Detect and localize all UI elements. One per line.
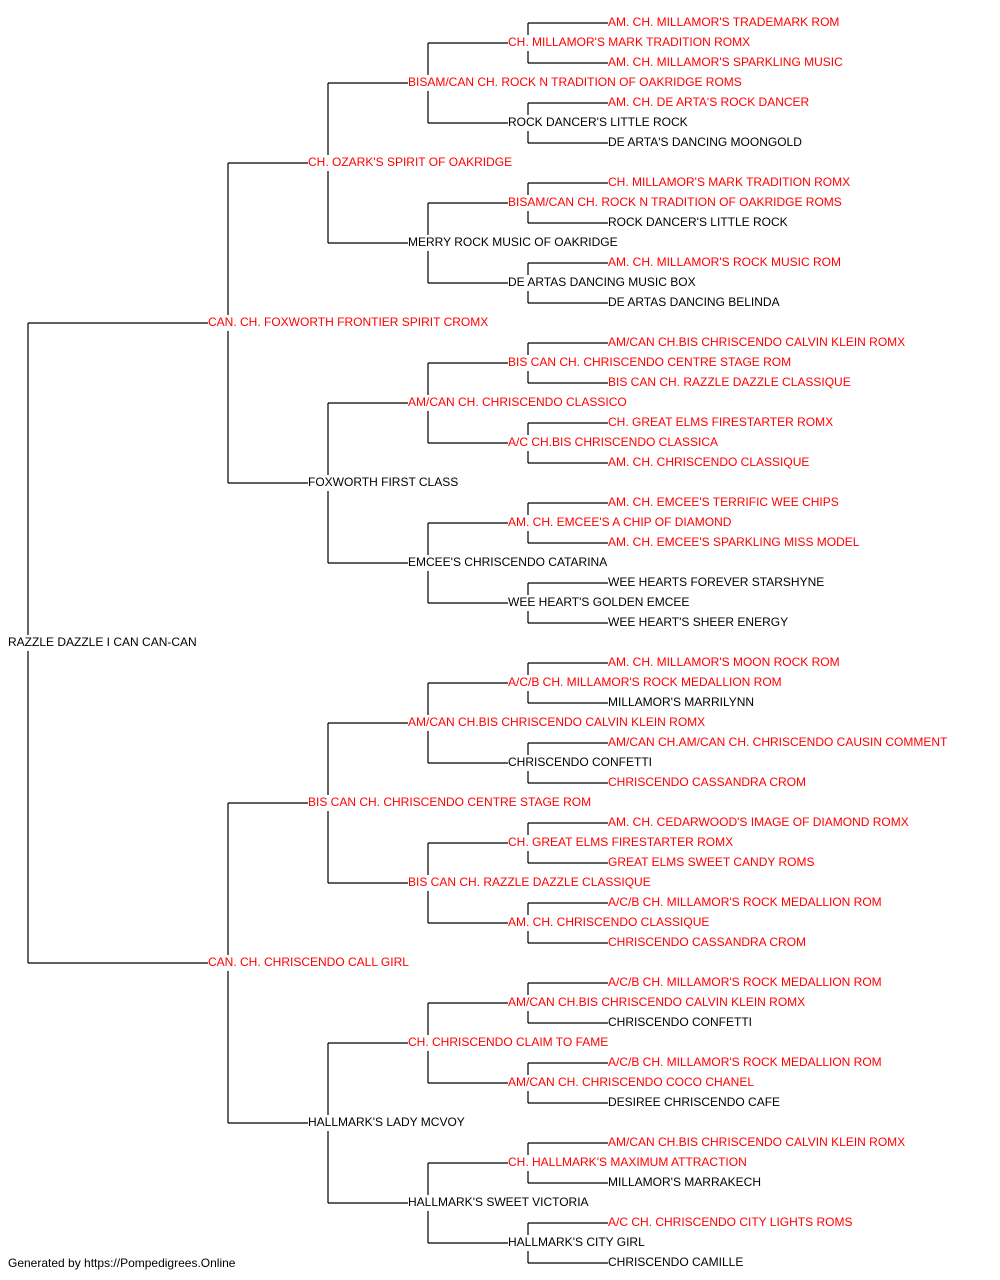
ancestor-name-gen-4: DE ARTAS DANCING MUSIC BOX [508, 275, 696, 289]
ancestor-name-gen-5: AM. CH. MILLAMOR'S SPARKLING MUSIC [608, 55, 843, 69]
footer-credit: Generated by https://Pompedigrees.Online [8, 1256, 236, 1270]
ancestor-name-gen-2: BIS CAN CH. CHRISCENDO CENTRE STAGE ROM [308, 795, 591, 809]
ancestor-name-gen-5: CHRISCENDO CASSANDRA CROM [608, 775, 806, 789]
ancestor-name-gen-4: A/C/B CH. MILLAMOR'S ROCK MEDALLION ROM [508, 675, 782, 689]
ancestor-name-gen-0: RAZZLE DAZZLE I CAN CAN-CAN [8, 635, 197, 649]
ancestor-name-gen-1: CAN. CH. CHRISCENDO CALL GIRL [208, 955, 409, 969]
ancestor-name-gen-5: WEE HEARTS FOREVER STARSHYNE [608, 575, 824, 589]
ancestor-name-gen-5: A/C/B CH. MILLAMOR'S ROCK MEDALLION ROM [608, 895, 882, 909]
ancestor-name-gen-5: CHRISCENDO CAMILLE [608, 1255, 743, 1269]
ancestor-name-gen-4: CH. GREAT ELMS FIRESTARTER ROMX [508, 835, 733, 849]
ancestor-name-gen-4: AM. CH. CHRISCENDO CLASSIQUE [508, 915, 709, 929]
ancestor-name-gen-5: ROCK DANCER'S LITTLE ROCK [608, 215, 788, 229]
ancestor-name-gen-4: BIS CAN CH. CHRISCENDO CENTRE STAGE ROM [508, 355, 791, 369]
ancestor-name-gen-1: CAN. CH. FOXWORTH FRONTIER SPIRIT CROMX [208, 315, 488, 329]
ancestor-name-gen-2: CH. OZARK'S SPIRIT OF OAKRIDGE [308, 155, 512, 169]
pedigree-connector-lines [27, 22, 608, 1264]
ancestor-name-gen-5: CH. MILLAMOR'S MARK TRADITION ROMX [608, 175, 850, 189]
ancestor-name-gen-5: AM. CH. MILLAMOR'S ROCK MUSIC ROM [608, 255, 841, 269]
ancestor-name-gen-5: A/C/B CH. MILLAMOR'S ROCK MEDALLION ROM [608, 1055, 882, 1069]
ancestor-name-gen-4: HALLMARK'S CITY GIRL [508, 1235, 645, 1249]
ancestor-name-gen-3: BISAM/CAN CH. ROCK N TRADITION OF OAKRID… [408, 75, 742, 89]
ancestor-name-gen-4: AM/CAN CH.BIS CHRISCENDO CALVIN KLEIN RO… [508, 995, 805, 1009]
ancestor-name-gen-5: A/C CH. CHRISCENDO CITY LIGHTS ROMS [608, 1215, 852, 1229]
ancestor-name-gen-4: BISAM/CAN CH. ROCK N TRADITION OF OAKRID… [508, 195, 842, 209]
ancestor-name-gen-3: MERRY ROCK MUSIC OF OAKRIDGE [408, 235, 618, 249]
ancestor-name-gen-5: AM. CH. CEDARWOOD'S IMAGE OF DIAMOND ROM… [608, 815, 909, 829]
ancestor-name-gen-5: DE ARTAS DANCING BELINDA [608, 295, 780, 309]
ancestor-name-gen-3: AM/CAN CH. CHRISCENDO CLASSICO [408, 395, 627, 409]
ancestor-name-gen-4: CHRISCENDO CONFETTI [508, 755, 652, 769]
ancestor-name-gen-4: CH. MILLAMOR'S MARK TRADITION ROMX [508, 35, 750, 49]
ancestor-name-gen-5: AM/CAN CH.BIS CHRISCENDO CALVIN KLEIN RO… [608, 1135, 905, 1149]
ancestor-name-gen-5: GREAT ELMS SWEET CANDY ROMS [608, 855, 814, 869]
ancestor-name-gen-4: A/C CH.BIS CHRISCENDO CLASSICA [508, 435, 718, 449]
ancestor-name-gen-5: DE ARTA'S DANCING MOONGOLD [608, 135, 802, 149]
ancestor-name-gen-5: MILLAMOR'S MARRILYNN [608, 695, 754, 709]
ancestor-name-gen-2: FOXWORTH FIRST CLASS [308, 475, 458, 489]
ancestor-name-gen-4: CH. HALLMARK'S MAXIMUM ATTRACTION [508, 1155, 747, 1169]
ancestor-name-gen-5: AM/CAN CH.BIS CHRISCENDO CALVIN KLEIN RO… [608, 335, 905, 349]
ancestor-name-gen-5: AM. CH. CHRISCENDO CLASSIQUE [608, 455, 809, 469]
ancestor-name-gen-5: AM. CH. DE ARTA'S ROCK DANCER [608, 95, 810, 109]
ancestor-name-gen-5: AM. CH. EMCEE'S TERRIFIC WEE CHIPS [608, 495, 839, 509]
ancestor-name-gen-5: CHRISCENDO CASSANDRA CROM [608, 935, 806, 949]
ancestor-name-gen-5: MILLAMOR'S MARRAKECH [608, 1175, 761, 1189]
pedigree-name-labels: RAZZLE DAZZLE I CAN CAN-CAN CAN. CH. FOXW… [8, 15, 948, 1269]
ancestor-name-gen-2: HALLMARK'S LADY MCVOY [308, 1115, 465, 1129]
ancestor-name-gen-4: AM. CH. EMCEE'S A CHIP OF DIAMOND [508, 515, 732, 529]
ancestor-name-gen-3: HALLMARK'S SWEET VICTORIA [408, 1195, 589, 1209]
ancestor-name-gen-5: CHRISCENDO CONFETTI [608, 1015, 752, 1029]
ancestor-name-gen-4: ROCK DANCER'S LITTLE ROCK [508, 115, 688, 129]
ancestor-name-gen-5: AM. CH. MILLAMOR'S TRADEMARK ROM [608, 15, 839, 29]
ancestor-name-gen-5: CH. GREAT ELMS FIRESTARTER ROMX [608, 415, 833, 429]
ancestor-name-gen-5: AM/CAN CH.AM/CAN CH. CHRISCENDO CAUSIN C… [608, 735, 948, 749]
ancestor-name-gen-4: WEE HEART'S GOLDEN EMCEE [508, 595, 689, 609]
ancestor-name-gen-5: A/C/B CH. MILLAMOR'S ROCK MEDALLION ROM [608, 975, 882, 989]
ancestor-name-gen-5: AM. CH. EMCEE'S SPARKLING MISS MODEL [608, 535, 860, 549]
ancestor-name-gen-4: AM/CAN CH. CHRISCENDO COCO CHANEL [508, 1075, 754, 1089]
ancestor-name-gen-3: EMCEE'S CHRISCENDO CATARINA [408, 555, 607, 569]
ancestor-name-gen-5: WEE HEART'S SHEER ENERGY [608, 615, 788, 629]
ancestor-name-gen-5: AM. CH. MILLAMOR'S MOON ROCK ROM [608, 655, 840, 669]
ancestor-name-gen-3: CH. CHRISCENDO CLAIM TO FAME [408, 1035, 608, 1049]
ancestor-name-gen-3: BIS CAN CH. RAZZLE DAZZLE CLASSIQUE [408, 875, 651, 889]
ancestor-name-gen-5: DESIREE CHRISCENDO CAFE [608, 1095, 780, 1109]
ancestor-name-gen-5: BIS CAN CH. RAZZLE DAZZLE CLASSIQUE [608, 375, 851, 389]
ancestor-name-gen-3: AM/CAN CH.BIS CHRISCENDO CALVIN KLEIN RO… [408, 715, 705, 729]
